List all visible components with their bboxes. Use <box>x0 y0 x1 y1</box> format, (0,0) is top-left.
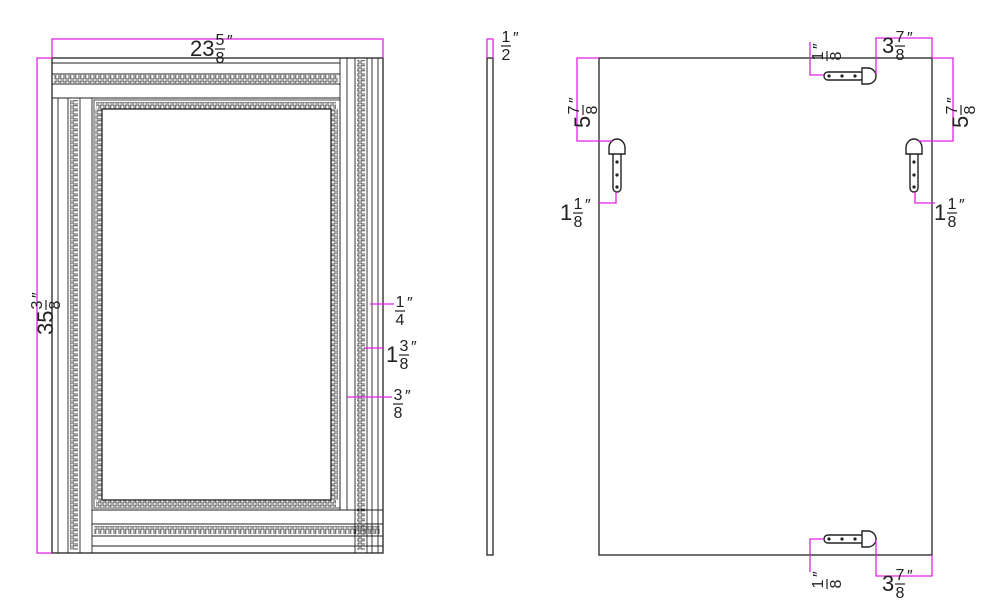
dimension-numerator: 1 <box>502 29 511 46</box>
dimension-numerator: 7 <box>896 567 905 584</box>
top-hanger <box>823 67 877 85</box>
dimension-numerator: 1 <box>810 579 827 588</box>
dimension-numerator: 7 <box>896 29 905 46</box>
back-panel <box>598 57 933 556</box>
dimension-whole: 5 <box>570 116 595 128</box>
dimension-denominator: 8 <box>584 105 601 114</box>
inch-mark: ″ <box>959 197 965 214</box>
dimension-numerator: 1 <box>948 196 957 213</box>
width-dimension-line <box>51 38 384 58</box>
dimension-whole: 1 <box>560 200 572 225</box>
inch-mark: ″ <box>405 388 411 405</box>
inch-mark: ″ <box>227 33 233 50</box>
right-hanger <box>905 138 923 193</box>
thickness-dimension-line <box>486 38 494 58</box>
dimension-denominator: 8 <box>896 585 905 602</box>
dimension-denominator: 4 <box>396 312 405 329</box>
mirror-glass <box>101 108 332 501</box>
dimension-numerator: 3 <box>400 338 409 355</box>
dimension-whole: 5 <box>948 116 973 128</box>
right-edge-dimension-line <box>914 192 935 204</box>
dimension-denominator: 8 <box>828 579 845 588</box>
dimension-whole: 1 <box>934 200 946 225</box>
dimension-numerator: 7 <box>566 105 583 114</box>
thickness-label: 12″ <box>501 29 519 64</box>
left-edge-dimension-line <box>598 192 617 204</box>
inch-mark: ″ <box>513 30 519 47</box>
left-top-dimension-line <box>576 57 612 142</box>
dimension-denominator: 8 <box>216 50 225 67</box>
dimension-numerator: 1 <box>574 196 583 213</box>
bottom-edge-dimension-line <box>875 540 933 577</box>
inch-mark: ″ <box>811 43 828 49</box>
dimension-whole: 1 <box>386 342 398 367</box>
dimension-numerator: 7 <box>944 105 961 114</box>
right-top-dimension-line <box>918 57 954 142</box>
inch-mark: ″ <box>945 97 962 103</box>
dimension-denominator: 8 <box>948 214 957 231</box>
bottom-bead-strip <box>94 526 380 534</box>
height-dimension-line <box>36 57 52 554</box>
inch-mark: ″ <box>567 97 584 103</box>
inch-mark: ″ <box>907 568 913 585</box>
dimension-whole: 3 <box>882 571 894 596</box>
bottom-hanger <box>823 530 877 548</box>
bottom-offset-dimension-line <box>809 538 824 572</box>
frame-outline <box>51 57 384 554</box>
dimension-denominator: 8 <box>896 47 905 64</box>
inch-mark: ″ <box>407 295 413 312</box>
dimension-whole: 23 <box>190 36 214 61</box>
dimension-denominator: 8 <box>962 105 979 114</box>
dimension-denominator: 8 <box>47 300 64 309</box>
outer-band-label: 14″ <box>395 294 413 329</box>
top-edge-dimension-line <box>875 37 933 74</box>
side-profile <box>486 57 494 556</box>
inch-mark: ″ <box>411 339 417 356</box>
dimension-whole: 3 <box>882 33 894 58</box>
left-hanger <box>608 138 626 193</box>
dimension-whole: 35 <box>33 311 58 335</box>
dimension-numerator: 1 <box>396 294 405 311</box>
inch-mark: ″ <box>30 292 47 298</box>
side-view: 12″ <box>486 29 519 556</box>
dimension-numerator: 1 <box>810 51 827 60</box>
top-offset-dimension-line <box>809 42 824 76</box>
dimension-denominator: 8 <box>828 51 845 60</box>
inner-band-label: 38″ <box>393 387 411 422</box>
dimension-numerator: 5 <box>216 32 225 49</box>
dimension-denominator: 8 <box>394 405 403 422</box>
dimension-denominator: 8 <box>574 214 583 231</box>
inch-mark: ″ <box>811 571 828 577</box>
right-bead-strip <box>357 60 365 550</box>
dimension-denominator: 2 <box>502 47 511 64</box>
dimension-numerator: 3 <box>29 300 46 309</box>
inch-mark: ″ <box>907 30 913 47</box>
top-bead-strip <box>54 75 338 83</box>
dimension-numerator: 3 <box>394 387 403 404</box>
inch-mark: ″ <box>585 197 591 214</box>
dimension-denominator: 8 <box>400 356 409 373</box>
left-bead-strip <box>70 100 78 550</box>
